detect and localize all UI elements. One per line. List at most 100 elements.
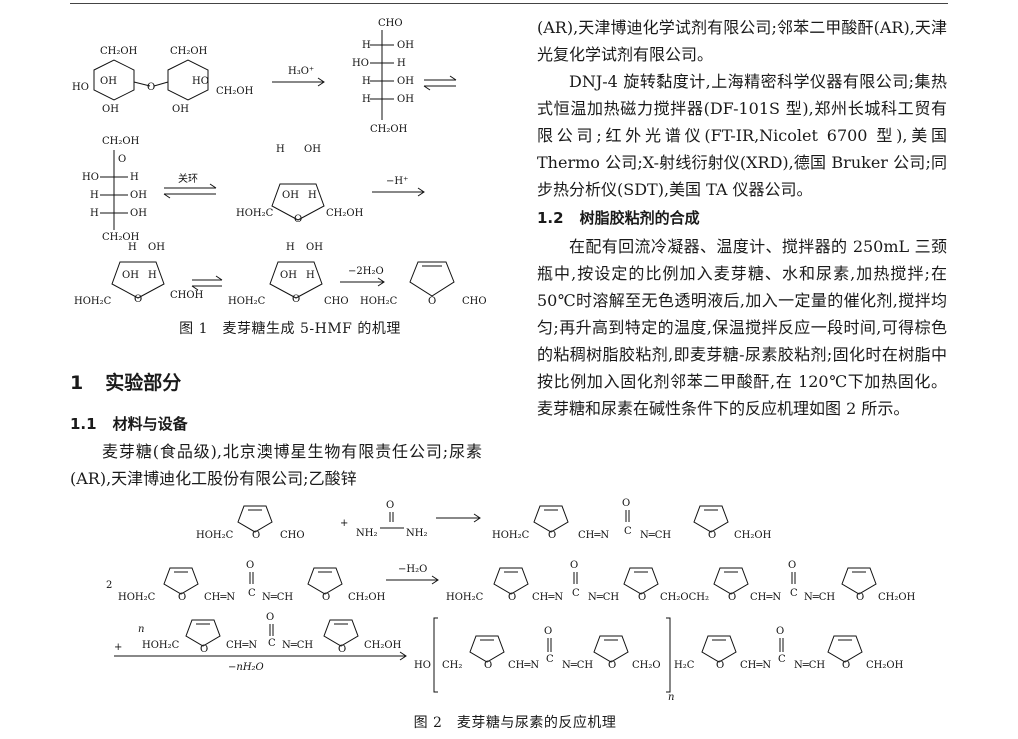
svg-text:OH: OH	[282, 190, 299, 201]
svg-text:HO: HO	[192, 76, 209, 87]
svg-text:HOH₂C: HOH₂C	[446, 592, 484, 603]
svg-text:C: C	[268, 638, 276, 649]
svg-text:C: C	[790, 588, 798, 599]
svg-text:O: O	[544, 626, 552, 637]
svg-text:CH₂OH: CH₂OH	[364, 640, 402, 651]
svg-text:N═CH: N═CH	[282, 640, 313, 651]
svg-text:N═CH: N═CH	[562, 660, 593, 671]
svg-text:O: O	[548, 530, 556, 541]
svg-text:H: H	[130, 172, 139, 183]
svg-text:CH═N: CH═N	[532, 592, 563, 603]
svg-text:CH₂OCH₂: CH₂OCH₂	[660, 592, 709, 603]
svg-text:CH₂OH: CH₂OH	[348, 592, 386, 603]
svg-text:O: O	[856, 592, 864, 603]
svg-text:O: O	[294, 214, 302, 225]
row2-product: O HOH₂C CH═N O C N═CH O CH₂OCH₂ O CH═N O…	[446, 560, 916, 603]
svg-text:H: H	[90, 208, 99, 219]
svg-text:n: n	[668, 692, 674, 703]
svg-text:OH: OH	[397, 40, 414, 51]
svg-text:H: H	[362, 40, 371, 51]
svg-text:HO: HO	[72, 82, 89, 93]
materials-text: 麦芽糖(食品级),北京澳博星生物有限责任公司;尿素(AR),天津博迪化工股份有限…	[70, 442, 482, 488]
svg-text:O: O	[508, 592, 516, 603]
svg-text:O: O	[622, 498, 630, 509]
svg-text:CH₂OH: CH₂OH	[216, 86, 254, 97]
row1-hmf: O HOH₂C CHO	[196, 505, 305, 541]
svg-text:O: O	[608, 660, 616, 671]
svg-text:H: H	[286, 242, 295, 253]
svg-text:CH═N: CH═N	[508, 660, 539, 671]
svg-text:NH₂: NH₂	[406, 528, 427, 539]
figure-1: O CH₂OH CH₂OH HO OH OH OH HO CH₂OH H₃O⁺ …	[72, 12, 512, 312]
svg-text:O: O	[728, 592, 736, 603]
urea-structure: O NH₂ NH₂	[356, 500, 427, 539]
furanose-intermediate: O H OH OH H HOH₂C CH₂OH	[236, 144, 364, 225]
svg-text:HOH₂C: HOH₂C	[492, 530, 530, 541]
svg-text:CHO: CHO	[378, 18, 403, 29]
svg-text:HO: HO	[352, 58, 369, 69]
synthesis-paragraph: 在配有回流冷凝器、温度计、搅拌器的 250mL 三颈瓶中,按设定的比例加入麦芽糖…	[537, 237, 947, 418]
section-1-1-title: 材料与设备	[112, 415, 188, 433]
svg-text:O: O	[134, 294, 142, 305]
figure-1-caption: 图 1 麦芽糖生成 5-HMF 的机理	[179, 321, 401, 337]
svg-text:CH₂OH: CH₂OH	[102, 232, 140, 243]
hmf-structure: O HOH₂C CHO	[360, 261, 487, 307]
section-1-2-number: 1.2	[537, 209, 564, 227]
svg-text:HOH₂C: HOH₂C	[118, 592, 156, 603]
svg-text:O: O	[708, 530, 716, 541]
svg-text:CHO: CHO	[462, 296, 487, 307]
svg-text:O: O	[252, 530, 260, 541]
svg-text:C: C	[546, 654, 554, 665]
svg-text:OH: OH	[172, 104, 189, 115]
svg-text:OH: OH	[148, 242, 165, 253]
svg-text:NH₂: NH₂	[356, 528, 377, 539]
svg-text:HOH₂C: HOH₂C	[142, 640, 180, 651]
svg-text:C: C	[624, 526, 632, 537]
enol-intermediate: O H OH OH H HOH₂C CHOH	[74, 242, 204, 307]
svg-text:O: O	[776, 626, 784, 637]
svg-text:O: O	[338, 644, 346, 655]
maltose-structure: O CH₂OH CH₂OH HO OH OH OH HO CH₂OH	[72, 46, 254, 115]
reagents-continued: (AR),天津博迪化学试剂有限公司;邻苯二甲酸酐(AR),天津光复化学试剂有限公…	[537, 18, 947, 64]
svg-text:O: O	[322, 592, 330, 603]
svg-text:O: O	[716, 660, 724, 671]
svg-text:HOH₂C: HOH₂C	[228, 296, 266, 307]
svg-text:+: +	[114, 642, 122, 653]
svg-text:H: H	[362, 76, 371, 87]
row2-reactant: O HOH₂C CH═N O C N═CH O CH₂OH	[118, 560, 386, 603]
svg-text:OH: OH	[306, 242, 323, 253]
reagent-cyclize: 关环	[178, 172, 198, 185]
svg-text:O: O	[266, 612, 274, 623]
svg-text:O: O	[200, 644, 208, 655]
svg-text:OH: OH	[304, 144, 321, 155]
svg-text:CH₂OH: CH₂OH	[878, 592, 916, 603]
reagent-minus-h: −H⁺	[386, 176, 408, 187]
row1-product: O HOH₂C CH═N O C N═CH O CH₂OH	[492, 498, 772, 541]
reagent-h3o: H₃O⁺	[288, 66, 314, 77]
svg-text:O: O	[118, 154, 126, 165]
svg-text:CH═N: CH═N	[226, 640, 257, 651]
equipment-paragraph: DNJ-4 旋转黏度计,上海精密科学仪器有限公司;集热式恒温加热磁力搅拌器(DF…	[537, 72, 947, 199]
svg-text:C: C	[572, 588, 580, 599]
svg-text:HO: HO	[414, 660, 431, 671]
svg-text:CH₂OH: CH₂OH	[100, 46, 138, 57]
svg-text:N═CH: N═CH	[588, 592, 619, 603]
svg-text:O: O	[428, 296, 436, 307]
row3-reactant: O HOH₂C CH═N O C N═CH O CH₂OH	[142, 612, 402, 655]
svg-text:O: O	[484, 660, 492, 671]
svg-text:HO: HO	[82, 172, 99, 183]
svg-text:H: H	[90, 190, 99, 201]
polymer-product: HO CH₂ O CH═N O C N═CH O CH₂O n H₂C O CH…	[414, 617, 904, 703]
svg-text:O: O	[788, 560, 796, 571]
section-1-title: 实验部分	[105, 372, 182, 394]
svg-text:C: C	[248, 588, 256, 599]
svg-text:OH: OH	[122, 270, 139, 281]
svg-text:H: H	[308, 190, 317, 201]
svg-text:HOH₂C: HOH₂C	[236, 208, 274, 219]
svg-text:O: O	[147, 82, 155, 93]
svg-text:CH₂OH: CH₂OH	[734, 530, 772, 541]
svg-text:CH═N: CH═N	[750, 592, 781, 603]
